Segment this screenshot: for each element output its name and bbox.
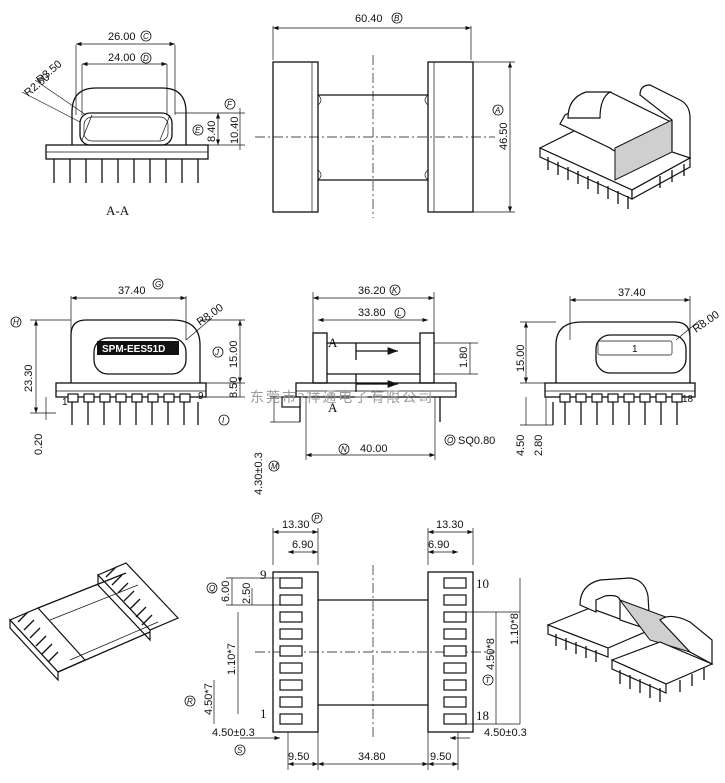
- front-view-right: 37.40 1 R8.00 18: [515, 287, 722, 456]
- watermark: 东莞市?祥通电子有限公司: [250, 389, 434, 406]
- part-label: SPM-EES51D: [102, 344, 165, 355]
- svg-text:O: O: [447, 436, 453, 445]
- dim-1-80: 1.80: [458, 347, 470, 368]
- dim-0-20: 0.20: [33, 434, 45, 455]
- dim-sq0-80: SQ0.80: [458, 435, 495, 447]
- dim-2-50: 2.50: [241, 583, 253, 604]
- svg-text:E: E: [195, 126, 201, 135]
- top-view: 60.40 B 46.50 A: [255, 12, 515, 218]
- svg-text:B: B: [394, 14, 400, 23]
- dim-1-10x8: 1.10*8: [509, 613, 521, 645]
- svg-text:H: H: [13, 318, 19, 327]
- section-pins: [53, 159, 199, 183]
- isometric-view-2: [8, 562, 180, 682]
- section-label: A-A: [106, 203, 130, 218]
- svg-text:G: G: [155, 280, 161, 289]
- dim-6-90-right: 6.90: [428, 539, 449, 551]
- dim-2-80: 2.80: [533, 435, 545, 456]
- dim-60-40: 60.40: [355, 13, 383, 25]
- section-a-a-view: 26.00 C 24.00 D R3.50 R2.50: [21, 30, 245, 218]
- section-arrow-top-label: A: [328, 335, 338, 350]
- dim-26-00: 26.00: [108, 31, 136, 43]
- dim-24-00: 24.00: [108, 52, 136, 64]
- dim-9-50-right: 9.50: [430, 751, 451, 763]
- dim-40-00: 40.00: [360, 443, 388, 455]
- svg-text:M: M: [271, 462, 278, 471]
- dim-33-80: 33.80: [358, 307, 386, 319]
- dim-4-50-tol-left: 4.50±0.3: [212, 727, 255, 739]
- dim-15-00-right: 15.00: [515, 344, 527, 372]
- dim-8-40: 8.40: [206, 121, 218, 142]
- front-right-pin-tabs: [559, 393, 683, 403]
- svg-text:K: K: [392, 286, 398, 295]
- dim-4-50x8: 4.50*8: [485, 638, 497, 670]
- dim-10-40: 10.40: [229, 116, 241, 144]
- pin-10-bottom: 10: [476, 576, 489, 591]
- isometric-view-1: [538, 84, 692, 209]
- pin-1-label: 1: [62, 397, 68, 408]
- svg-text:D: D: [143, 54, 149, 63]
- svg-text:A: A: [494, 106, 500, 115]
- dim-4-50-side: 4.50: [515, 435, 527, 456]
- svg-text:I: I: [222, 416, 225, 425]
- pin-18-bottom: 18: [476, 708, 489, 723]
- front-left-pins: [71, 402, 199, 425]
- dim-37-40-left: 37.40: [118, 285, 146, 297]
- dim-34-80: 34.80: [358, 751, 386, 763]
- dim-46-50: 46.50: [498, 122, 510, 150]
- svg-text:L: L: [397, 309, 401, 318]
- dim-9-50-left: 9.50: [288, 751, 309, 763]
- svg-text:N: N: [341, 445, 347, 454]
- bottom-view: 13.30 P 6.90 13.30 6.90: [184, 512, 527, 770]
- dim-1-10x7: 1.10*7: [226, 643, 238, 675]
- isometric-view-3: [546, 577, 714, 702]
- pin-18-label: 18: [682, 394, 694, 405]
- svg-text:T: T: [485, 676, 491, 685]
- bottom-right-pin-slots: [443, 577, 467, 725]
- svg-text:F: F: [227, 100, 233, 109]
- front-left-pin-tabs: [67, 393, 191, 403]
- side-view-center: 36.20 K 33.80 L A A 1.80 40.00 N O SQ0.8…: [250, 284, 495, 495]
- dim-r8-00-left: R8.00: [195, 302, 226, 329]
- bottom-left-pin-slots: [279, 577, 303, 725]
- svg-text:R: R: [187, 697, 193, 706]
- dim-6-00: 6.00: [220, 581, 232, 602]
- pin-1-bottom: 1: [260, 706, 267, 721]
- svg-text:C: C: [143, 32, 149, 41]
- dim-6-90-left: 6.90: [292, 539, 313, 551]
- iso3-pins: [555, 634, 705, 702]
- front-view-left: 37.40 G SPM-EES51D R8.00: [10, 278, 245, 455]
- svg-text:J: J: [214, 348, 220, 357]
- svg-text:Q: Q: [209, 584, 215, 593]
- dim-15-00-left: 15.00: [228, 340, 240, 368]
- iso1-pins: [547, 157, 685, 209]
- dim-13-30-left: 13.30: [282, 519, 310, 531]
- svg-text:S: S: [237, 746, 243, 755]
- dim-36-20: 36.20: [358, 285, 386, 297]
- dim-13-30-right: 13.30: [436, 519, 464, 531]
- dim-23-30: 23.30: [23, 364, 35, 392]
- dim-37-40-right: 37.40: [618, 287, 646, 299]
- front-right-pins: [552, 402, 678, 425]
- pin-9-label: 9: [198, 391, 204, 402]
- dim-4-50-tol-right: 4.50±0.3: [484, 727, 527, 739]
- dim-8-50: 8.50: [228, 377, 240, 398]
- section-arrow-bottom-label: A: [328, 400, 338, 415]
- pin-9-bottom: 9: [260, 567, 267, 582]
- iso2-pins: [17, 566, 153, 663]
- dim-4-30: 4.30±0.3: [253, 452, 265, 495]
- dim-r8-00-right: R8.00: [691, 309, 722, 336]
- pin-one-mark: 1: [632, 344, 638, 355]
- svg-text:P: P: [314, 514, 320, 523]
- dim-4-50x7: 4.50*7: [203, 683, 215, 715]
